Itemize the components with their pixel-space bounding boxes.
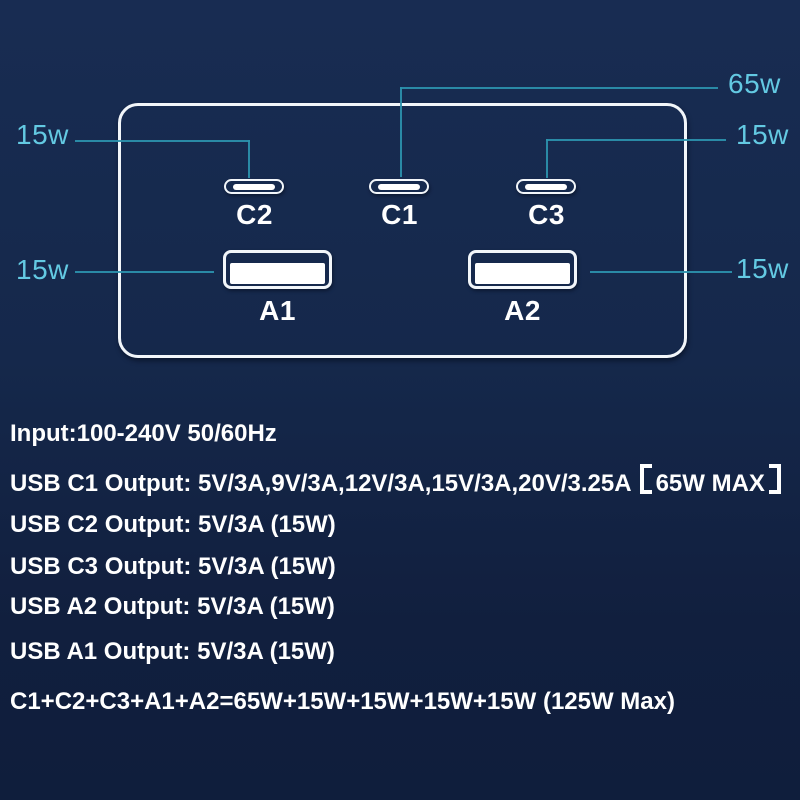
- usb-a-pin: [230, 263, 325, 284]
- usb-c-port-c1-icon: [369, 179, 429, 194]
- port-label-c3: C3: [528, 199, 565, 230]
- spec-c1-text: USB C1 Output: 5V/3A,9V/3A,12V/3A,15V/3A…: [10, 470, 632, 497]
- callout-label-a1: 15w: [16, 254, 69, 285]
- port-label-c2: C2: [236, 199, 273, 230]
- spec-line-a2-output: USB A2 Output: 5V/3A (15W): [10, 593, 335, 620]
- callout-line-c2-horizontal: [75, 140, 250, 142]
- spec-line-a1-output: USB A1 Output: 5V/3A (15W): [10, 638, 335, 665]
- port-label-c1: C1: [381, 199, 418, 230]
- callout-label-c1: 65w: [728, 68, 781, 99]
- callout-line-c1-vertical: [400, 87, 402, 177]
- callout-line-c2-vertical: [248, 140, 250, 178]
- spec-c1-max: 65W MAX: [655, 470, 765, 497]
- usb-c-port-c3-icon: [516, 179, 576, 194]
- port-label-a2: A2: [504, 295, 541, 326]
- callout-line-c3-vertical: [546, 139, 548, 178]
- usb-c-pin: [378, 183, 420, 190]
- usb-a-port-a2-icon: [468, 250, 577, 289]
- usb-a-pin: [475, 263, 570, 284]
- callout-label-c3: 15w: [736, 119, 789, 150]
- callout-label-a2: 15w: [736, 253, 789, 284]
- lenticular-bracket-open-icon: [639, 464, 652, 494]
- callout-line-c3-horizontal: [546, 139, 726, 141]
- lenticular-bracket-close-icon: [768, 464, 781, 494]
- usb-a-port-a1-icon: [223, 250, 332, 289]
- spec-line-c1-output: USB C1 Output: 5V/3A,9V/3A,12V/3A,15V/3A…: [10, 464, 783, 499]
- callout-label-c2: 15w: [16, 119, 69, 150]
- port-label-a1: A1: [259, 295, 296, 326]
- callout-line-c1-horizontal: [400, 87, 718, 89]
- spec-line-input: Input:100-240V 50/60Hz: [10, 420, 277, 447]
- usb-c-pin: [233, 183, 275, 190]
- usb-c-port-c2-icon: [224, 179, 284, 194]
- usb-c-pin: [525, 183, 567, 190]
- spec-line-total: C1+C2+C3+A1+A2=65W+15W+15W+15W+15W (125W…: [10, 688, 675, 715]
- charger-outline: [118, 103, 687, 358]
- spec-line-c2-output: USB C2 Output: 5V/3A (15W): [10, 511, 336, 538]
- callout-line-a2-horizontal: [590, 271, 732, 273]
- callout-line-a1-horizontal: [75, 271, 214, 273]
- spec-line-c3-output: USB C3 Output: 5V/3A (15W): [10, 553, 336, 580]
